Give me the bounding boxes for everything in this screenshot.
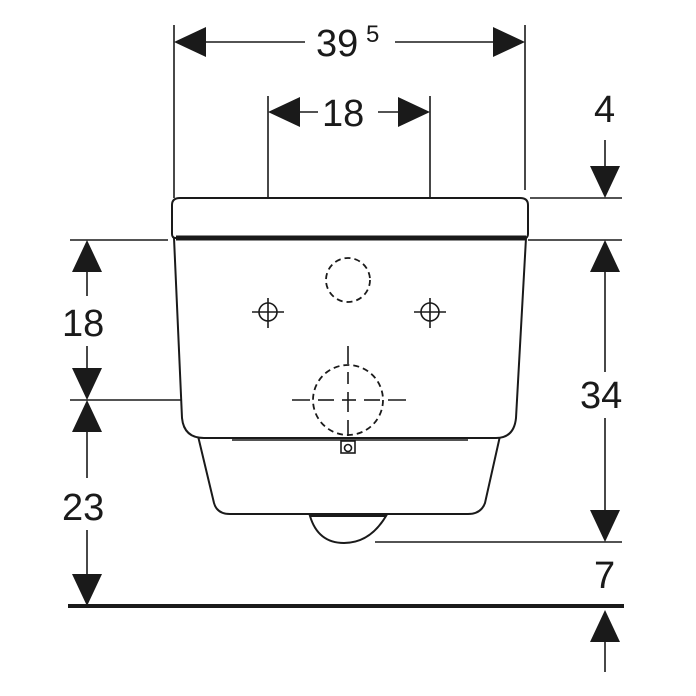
dim-total-width-label: 39 bbox=[316, 23, 358, 65]
dim-bolt-spacing-label: 18 bbox=[322, 93, 364, 135]
fixing-bolt-left bbox=[252, 298, 284, 328]
dim-bottom-clearance-label: 7 bbox=[594, 555, 615, 597]
dimension-total-width: 39 5 bbox=[174, 21, 525, 65]
dimension-center-to-floor: 23 bbox=[62, 400, 104, 606]
dimension-body-height: 34 bbox=[580, 240, 622, 542]
dimension-height-to-center: 18 bbox=[62, 240, 104, 400]
dim-body-height-label: 34 bbox=[580, 375, 622, 417]
fixing-bolt-right bbox=[414, 298, 446, 328]
dim-height-to-center-label: 18 bbox=[62, 303, 104, 345]
dimension-lid-height: 4 bbox=[590, 89, 620, 198]
waste-outlet bbox=[292, 346, 406, 436]
toilet-outline bbox=[171, 197, 529, 545]
dimension-bolt-spacing: 18 bbox=[268, 93, 430, 135]
dim-total-width-superscript: 5 bbox=[366, 21, 379, 48]
dim-center-to-floor-label: 23 bbox=[62, 487, 104, 529]
dimension-bottom-clearance: 7 bbox=[590, 555, 620, 672]
water-inlet-circle bbox=[325, 257, 371, 303]
dim-lid-height-label: 4 bbox=[594, 89, 615, 131]
